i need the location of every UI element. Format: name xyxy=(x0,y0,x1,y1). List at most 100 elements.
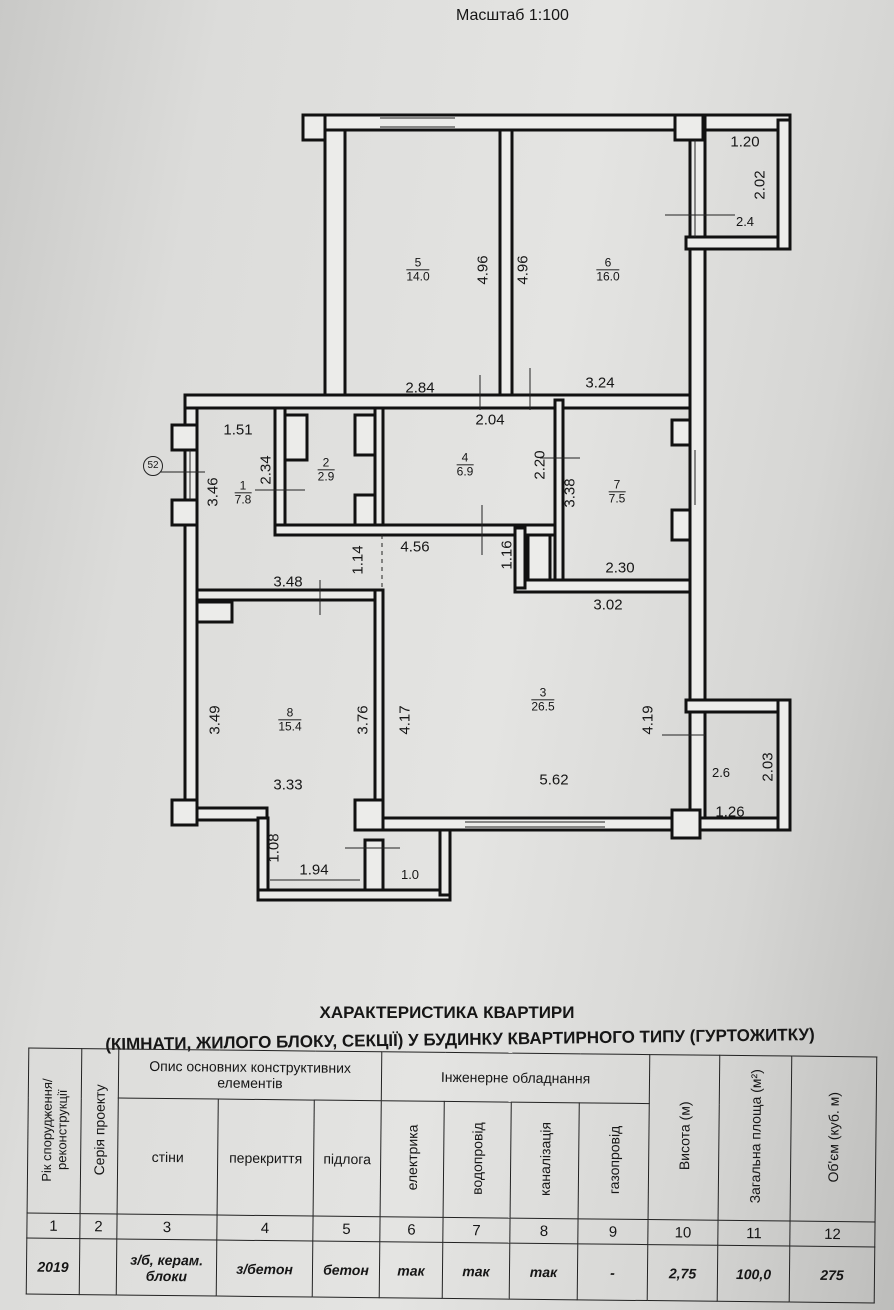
header-total-area: Загальна площа (м²) xyxy=(718,1055,792,1222)
cell-height: 2,75 xyxy=(647,1244,718,1302)
wall xyxy=(513,578,692,594)
wall xyxy=(684,235,792,251)
dimension: 3.24 xyxy=(585,374,615,392)
dimension: 2.04 xyxy=(475,411,505,429)
dimension: 2.03 xyxy=(759,752,777,782)
floor-plan-walls xyxy=(160,113,792,902)
dimension: 1.14 xyxy=(349,545,367,575)
balcony-top-right: 2.4 xyxy=(735,213,755,229)
dimension: 3.49 xyxy=(206,705,224,735)
header-ceilings: перекриття xyxy=(217,1099,315,1217)
header-year-label: Рік спорудження/ реконструкції xyxy=(38,1077,70,1181)
cell-gas: - xyxy=(577,1243,648,1301)
wall xyxy=(684,698,788,714)
wall xyxy=(373,406,385,528)
dimension: 3.02 xyxy=(593,596,623,614)
column-number: 6 xyxy=(379,1216,444,1243)
header-sewer: каналізація xyxy=(510,1102,580,1219)
wall xyxy=(256,888,452,902)
header-water: водопровід xyxy=(443,1101,512,1219)
cell-ceilings: з/бетон xyxy=(216,1240,313,1298)
header-total-area-label: Загальна площа (м²) xyxy=(746,1069,764,1204)
wall xyxy=(353,798,385,832)
wall xyxy=(283,413,309,462)
table-row: 2019 з/б, керам. блоки з/бетон бетон так… xyxy=(26,1238,875,1303)
wall xyxy=(670,808,702,840)
header-floor: підлога xyxy=(313,1100,382,1217)
header-gas: газопровід xyxy=(578,1102,650,1220)
header-construction: Опис основних конструктивних елементів xyxy=(118,1049,382,1101)
header-sewer-label: каналізація xyxy=(536,1121,554,1197)
dimension: 3.48 xyxy=(273,573,303,591)
cell-sewer: так xyxy=(509,1243,578,1300)
header-height: Висота (м) xyxy=(648,1054,720,1221)
header-year: Рік спорудження/ реконструкції xyxy=(27,1048,82,1214)
wall xyxy=(170,498,199,527)
cell-total-area: 100,0 xyxy=(717,1245,790,1303)
column-number: 12 xyxy=(789,1221,876,1247)
cell-volume: 275 xyxy=(789,1246,875,1303)
wall xyxy=(195,600,234,624)
dimension: 1.94 xyxy=(299,861,329,879)
dimension: 3.76 xyxy=(354,705,372,735)
wall xyxy=(301,113,327,142)
wall xyxy=(688,113,707,827)
scale-label: Масштаб 1:100 xyxy=(456,7,569,24)
header-engineering: Інженерне обладнання xyxy=(381,1051,650,1104)
column-number: 3 xyxy=(116,1213,218,1241)
column-number: 8 xyxy=(509,1218,579,1244)
dimension: 1.51 xyxy=(223,421,253,439)
column-number: 4 xyxy=(216,1215,314,1242)
cell-water: так xyxy=(442,1242,510,1300)
balcony-bottom-left: 1.0 xyxy=(400,866,420,882)
dimension: 1.08 xyxy=(265,833,283,863)
wall xyxy=(301,113,792,132)
wall xyxy=(670,508,692,542)
axis-marker: 52 xyxy=(143,456,163,476)
dimension: 1.16 xyxy=(498,540,516,570)
dimension: 3.33 xyxy=(273,776,303,794)
dimension: 2.34 xyxy=(257,455,275,485)
wall xyxy=(195,588,379,602)
header-series: Серія проекту xyxy=(80,1048,119,1214)
characteristics-table: Рік спорудження/ реконструкції Серія про… xyxy=(26,1048,878,1304)
wall xyxy=(498,128,514,397)
wall xyxy=(170,798,199,827)
column-number: 1 xyxy=(26,1213,81,1239)
wall xyxy=(673,113,705,142)
dimension: 2.02 xyxy=(751,170,769,200)
wall xyxy=(183,406,199,810)
dimension: 2.20 xyxy=(531,450,549,480)
wall xyxy=(670,418,692,447)
header-height-label: Висота (м) xyxy=(675,1101,693,1171)
wall xyxy=(183,393,692,410)
wall xyxy=(526,533,552,582)
dimension: 3.46 xyxy=(204,477,222,507)
column-number: 9 xyxy=(577,1218,649,1245)
cell-electricity: так xyxy=(379,1241,443,1299)
cell-year: 2019 xyxy=(26,1238,80,1295)
header-gas-label: газопровід xyxy=(605,1125,623,1194)
header-water-label: водопровід xyxy=(468,1121,486,1195)
wall xyxy=(776,698,792,832)
wall xyxy=(363,838,385,892)
wall xyxy=(438,828,452,897)
dimension: 3.38 xyxy=(561,478,579,508)
cell-series xyxy=(79,1238,117,1295)
cell-walls: з/б, керам. блоки xyxy=(116,1238,217,1297)
cell-floor: бетон xyxy=(312,1241,380,1298)
wall xyxy=(170,423,199,452)
dimension: 5.62 xyxy=(539,771,569,789)
header-walls: стіни xyxy=(117,1098,219,1216)
dimension: 4.96 xyxy=(474,255,492,285)
dimension: 1.20 xyxy=(730,133,760,151)
dimension: 4.17 xyxy=(396,705,414,735)
header-electricity: електрика xyxy=(380,1100,445,1218)
table-title: ХАРАКТЕРИСТИКА КВАРТИРИ xyxy=(319,1003,575,1022)
dimension: 1.26 xyxy=(715,803,745,821)
